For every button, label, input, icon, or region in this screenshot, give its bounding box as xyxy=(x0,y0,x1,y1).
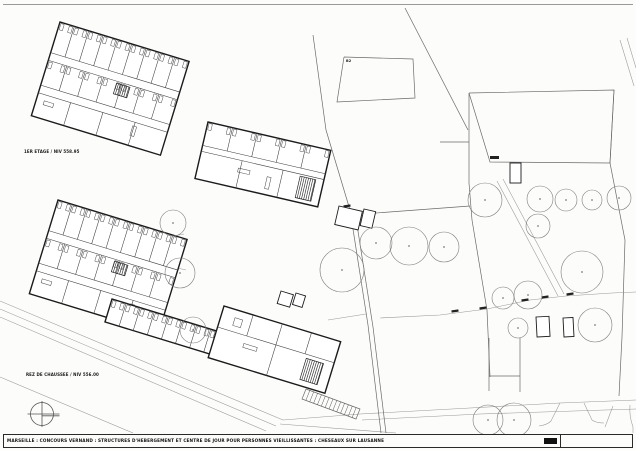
title-bar-text: MARSEILLE : CONCOURS VERNAND : STRUCTURE… xyxy=(7,438,385,443)
wing-ground-east xyxy=(207,305,342,395)
title-bar-divider xyxy=(560,435,561,447)
trees-layer xyxy=(159,182,632,438)
parcel-box-label: B2 xyxy=(346,59,352,63)
wing-upper-west xyxy=(30,21,190,157)
sheet-top-border xyxy=(3,4,633,5)
wing-ground-strip xyxy=(104,298,226,358)
ground-floor-level-label: REZ DE CHAUSSEE / NIV 556.00 xyxy=(26,372,99,377)
building-plans-layer xyxy=(28,21,575,395)
first-floor-level-label: 1ER ETAGE / NIV 558.95 xyxy=(24,149,80,154)
wing-ground-west xyxy=(28,199,188,335)
site-linework-layer xyxy=(0,7,636,434)
title-bar-stamp xyxy=(544,437,557,444)
title-bar: MARSEILLE : CONCOURS VERNAND : STRUCTURE… xyxy=(3,434,633,448)
wing-upper-east xyxy=(194,121,332,208)
north-symbol-icon xyxy=(27,401,60,427)
